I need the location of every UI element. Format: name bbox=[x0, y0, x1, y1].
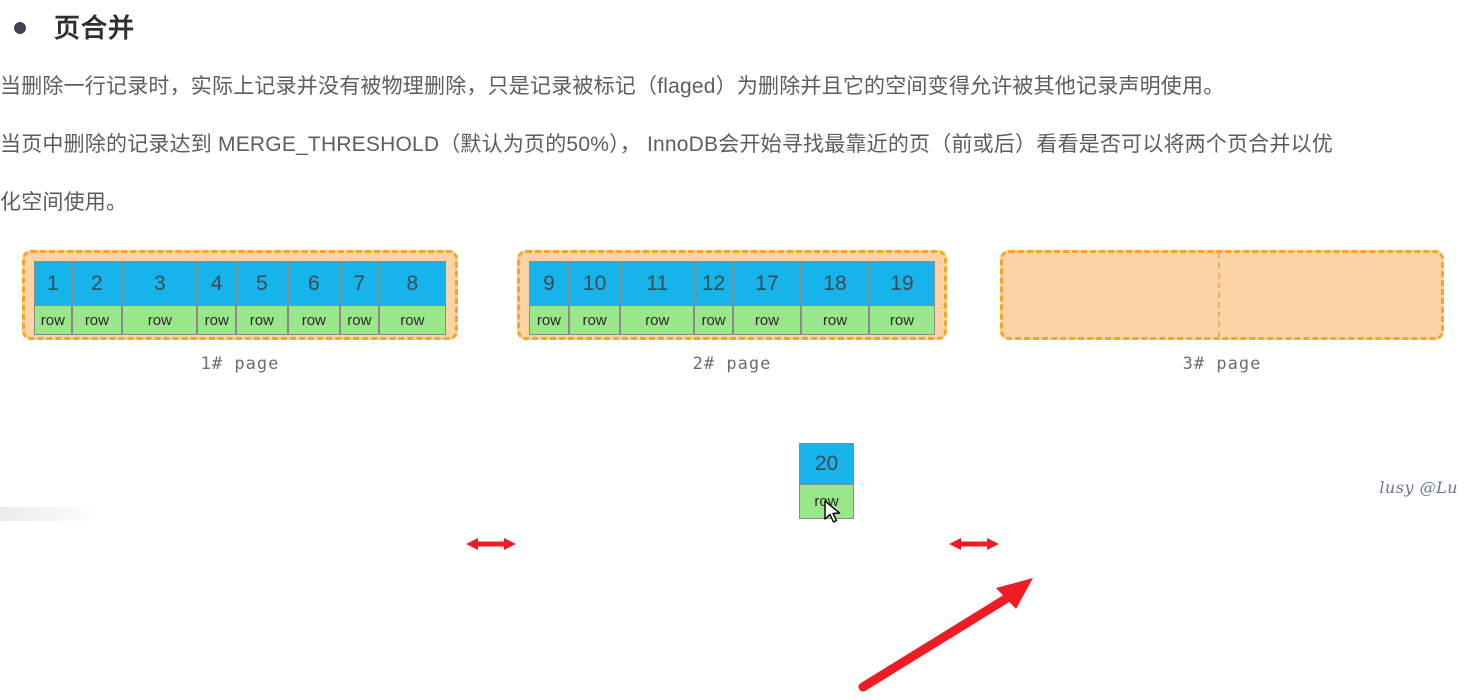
page-1-cells: 1 row 2 row 3 row 4 row 5 row bbox=[34, 261, 446, 335]
record-row-label: row bbox=[122, 306, 198, 335]
record-cell: 6 row bbox=[287, 261, 341, 335]
page-label-2: 2# page bbox=[692, 354, 772, 374]
record-cell: 11 row bbox=[620, 261, 695, 335]
record-row-label: row bbox=[868, 306, 935, 335]
record-row-label: row bbox=[800, 306, 869, 335]
record-cell: 12 row bbox=[694, 261, 733, 335]
record-row-label: row bbox=[197, 306, 237, 335]
page-group-1: 1 row 2 row 3 row 4 row 5 row bbox=[22, 250, 458, 374]
record-id: 19 bbox=[868, 261, 935, 306]
record-cell: 8 row bbox=[378, 261, 446, 335]
page-label-1: 1# page bbox=[200, 354, 280, 374]
page-box-3 bbox=[1000, 250, 1444, 340]
record-id: 7 bbox=[340, 261, 379, 306]
record-cell: 10 row bbox=[568, 261, 621, 335]
record-row-label: row bbox=[340, 306, 379, 335]
record-cell: 17 row bbox=[732, 261, 801, 335]
record-id: 20 bbox=[799, 443, 854, 485]
record-cell: 2 row bbox=[71, 261, 123, 335]
paragraph-2: 当页中删除的记录达到 MERGE_THRESHOLD（默认为页的50%）， In… bbox=[0, 133, 1334, 156]
page-group-3: 3# page bbox=[1000, 250, 1444, 374]
record-row-label: row bbox=[620, 306, 695, 335]
record-row-label: row bbox=[287, 306, 341, 335]
merge-arrow bbox=[855, 570, 1045, 695]
record-row-label: row bbox=[732, 306, 801, 335]
record-row-label: row bbox=[694, 306, 733, 335]
record-cell: 19 row bbox=[868, 261, 935, 335]
record-cell: 1 row bbox=[34, 261, 72, 335]
page-2-cells: 9 row 10 row 11 row 12 row 17 row bbox=[529, 261, 935, 335]
record-id: 1 bbox=[34, 261, 72, 306]
page-box-1: 1 row 2 row 3 row 4 row 5 row bbox=[22, 250, 458, 340]
record-row-label: row bbox=[378, 306, 446, 335]
record-cell: 3 row bbox=[122, 261, 198, 335]
record-cell: 9 row bbox=[529, 261, 569, 335]
record-id: 12 bbox=[694, 261, 733, 306]
record-cell: 18 row bbox=[800, 261, 869, 335]
page-3-divider bbox=[1218, 253, 1220, 337]
record-id: 3 bbox=[122, 261, 198, 306]
record-cell: 7 row bbox=[340, 261, 379, 335]
record-id: 17 bbox=[732, 261, 801, 306]
page-group-2: 9 row 10 row 11 row 12 row 17 row bbox=[517, 250, 947, 374]
page2-page3-link bbox=[949, 536, 999, 552]
record-id: 4 bbox=[197, 261, 237, 306]
bullet-dot-icon bbox=[14, 22, 26, 34]
bottom-edge-bar bbox=[0, 507, 96, 521]
record-row-label: row bbox=[236, 306, 288, 335]
record-row-label: row bbox=[568, 306, 621, 335]
record-cell: 5 row bbox=[236, 261, 288, 335]
record-id: 6 bbox=[287, 261, 341, 306]
record-id: 9 bbox=[529, 261, 569, 306]
record-id: 18 bbox=[800, 261, 869, 306]
record-id: 8 bbox=[378, 261, 446, 306]
record-id: 5 bbox=[236, 261, 288, 306]
section-heading: 页合并 bbox=[0, 8, 135, 48]
record-row-label: row bbox=[529, 306, 569, 335]
page1-page2-link bbox=[466, 536, 516, 552]
record-row-label: row bbox=[34, 306, 72, 335]
record-id: 11 bbox=[620, 261, 695, 306]
record-cell: 4 row bbox=[197, 261, 237, 335]
paragraph-3: 化空间使用。 bbox=[0, 191, 128, 214]
record-id: 10 bbox=[568, 261, 621, 306]
watermark: lusy @Lu bbox=[1379, 478, 1458, 497]
page-merge-diagram: 1 row 2 row 3 row 4 row 5 row bbox=[0, 240, 1476, 692]
page-box-2: 9 row 10 row 11 row 12 row 17 row bbox=[517, 250, 947, 340]
paragraph-1: 当删除一行记录时，实际上记录并没有被物理删除，只是记录被标记（flaged）为删… bbox=[0, 75, 1225, 98]
record-row-label: row bbox=[71, 306, 123, 335]
page-label-3: 3# page bbox=[1182, 354, 1262, 374]
mouse-cursor-icon bbox=[824, 500, 842, 524]
record-id: 2 bbox=[71, 261, 123, 306]
page-title: 页合并 bbox=[54, 13, 136, 43]
